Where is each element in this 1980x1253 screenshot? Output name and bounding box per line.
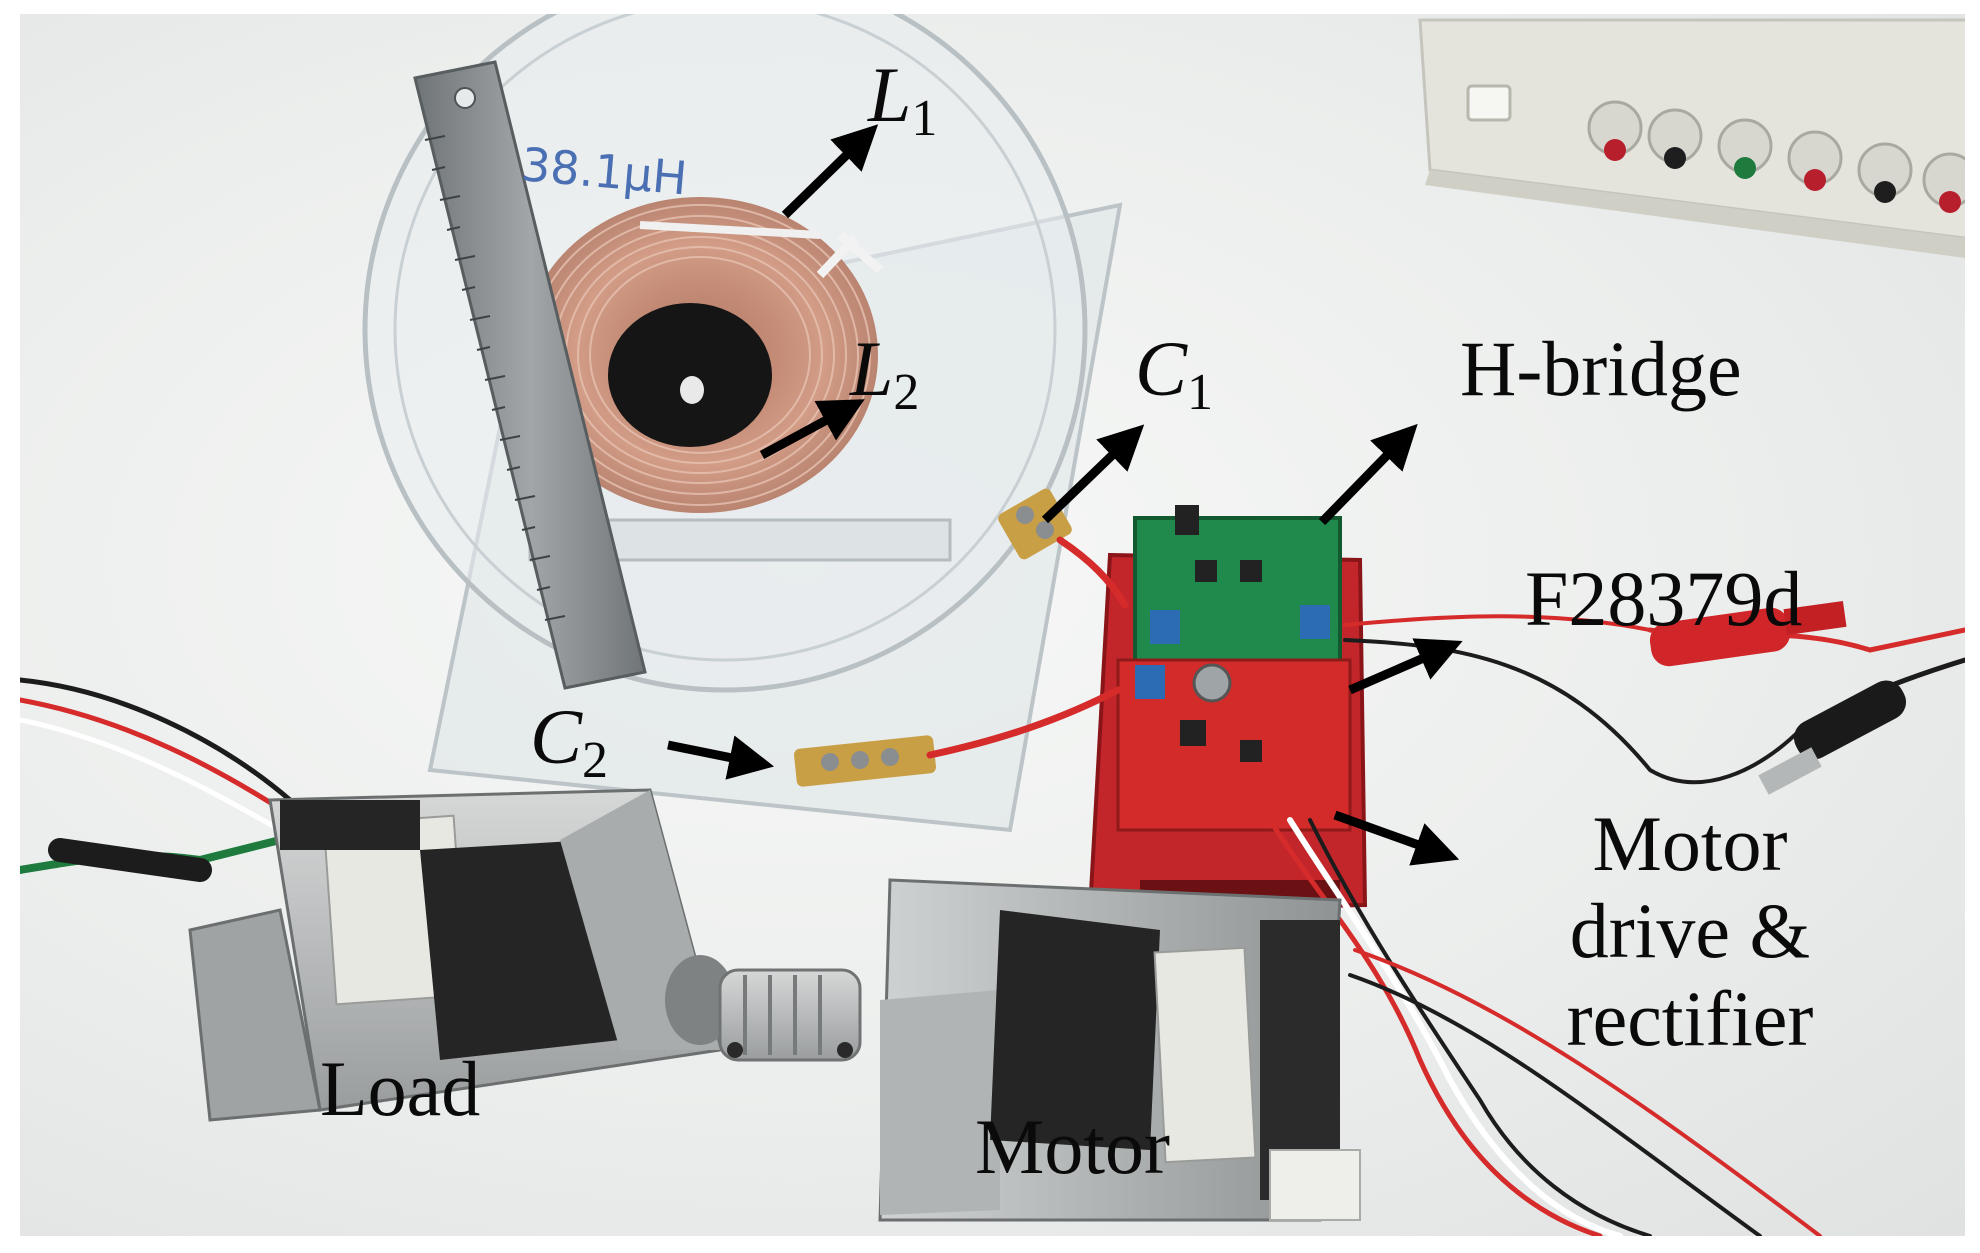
h-bridge-board	[1133, 516, 1342, 670]
load-motor	[188, 788, 735, 1122]
label-h-bridge: H-bridge	[1460, 325, 1742, 412]
label-c2-symbol: C	[530, 693, 583, 780]
label-motor-drive-rectifier: Motor drive & rectifier	[1520, 800, 1860, 1062]
signal-generator	[1418, 18, 1965, 258]
arrow-l1	[781, 124, 879, 219]
label-l1-subscript: 1	[911, 90, 938, 147]
label-c1-symbol: C	[1135, 325, 1188, 412]
steel-ruler	[413, 60, 647, 690]
label-l2-subscript: 2	[893, 364, 920, 421]
drive-motor	[878, 878, 1361, 1222]
setup-photo: 38.1µH	[20, 14, 1965, 1236]
alligator-clips	[1649, 600, 1907, 795]
label-load: Load	[320, 1045, 481, 1132]
arrow-f28379d	[1348, 638, 1463, 695]
label-c1-subscript: 1	[1187, 364, 1214, 421]
scene-illustration: 38.1µH	[20, 14, 1965, 1236]
label-l1: L1	[868, 56, 937, 145]
label-motor: Motor	[975, 1103, 1170, 1190]
label-l1-symbol: L	[868, 51, 912, 138]
arrow-h-bridge	[1318, 423, 1418, 526]
label-c2: C2	[530, 698, 608, 787]
arrow-c1	[1041, 424, 1145, 524]
controller-board-stack	[1087, 505, 1368, 913]
annotation-arrows	[667, 124, 1463, 866]
label-c2-subscript: 2	[582, 732, 609, 789]
arrow-motor-drive	[1333, 810, 1460, 866]
label-f28379d: F28379d	[1525, 555, 1803, 642]
label-motor-drive-line-1: Motor	[1592, 800, 1788, 887]
shaft-coupling	[718, 968, 862, 1062]
coil	[522, 197, 883, 513]
arrow-l2	[759, 399, 865, 459]
arrow-c2	[667, 735, 775, 780]
label-l2: L2	[850, 330, 919, 419]
capacitor-c2	[793, 735, 937, 787]
label-c1: C1	[1135, 330, 1213, 419]
label-motor-drive-line-3: rectifier	[1566, 974, 1814, 1062]
label-l2-symbol: L	[850, 325, 894, 412]
label-motor-drive-line-2: drive &	[1569, 887, 1811, 975]
